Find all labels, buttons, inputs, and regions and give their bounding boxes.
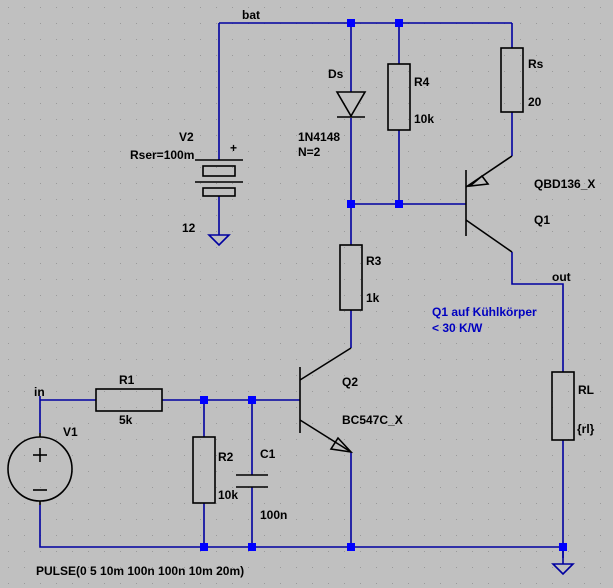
r3-name: R3 xyxy=(366,254,382,268)
junction xyxy=(248,543,256,551)
q2-model: BC547C_X xyxy=(342,413,403,427)
junction xyxy=(347,543,355,551)
diode-ds xyxy=(335,91,367,118)
resistor-rl xyxy=(551,371,575,441)
junction xyxy=(347,19,355,27)
net-label-in: in xyxy=(34,385,45,399)
q1-name: Q1 xyxy=(534,213,550,227)
net-label-bat: bat xyxy=(242,8,260,22)
q1-model: QBD136_X xyxy=(534,177,595,191)
transistor-q1 xyxy=(465,155,513,253)
junction xyxy=(559,543,567,551)
labels: bat in out V2 Rser=100m 12 Ds 1N4148 N=2… xyxy=(34,8,595,578)
wire-v1-bottom xyxy=(39,505,563,548)
resistor-r3 xyxy=(339,244,363,311)
r1-name: R1 xyxy=(119,373,135,387)
ground-symbol-v2 xyxy=(207,234,231,247)
ds-model: 1N4148 xyxy=(298,130,340,144)
v2-value: 12 xyxy=(182,221,196,235)
q2-name: Q2 xyxy=(342,375,358,389)
r2-value: 10k xyxy=(218,488,238,502)
rl-name: RL xyxy=(578,383,594,397)
transistor-q2 xyxy=(299,347,354,454)
svg-text:+: + xyxy=(230,141,237,155)
r4-value: 10k xyxy=(414,112,434,126)
r2-name: R2 xyxy=(218,450,234,464)
grid-dots xyxy=(8,7,601,584)
v1-name: V1 xyxy=(63,425,78,439)
rl-value: {rl} xyxy=(577,422,595,436)
junction xyxy=(248,396,256,404)
junctions xyxy=(200,19,567,551)
wire-in xyxy=(39,396,96,433)
resistor-r1 xyxy=(95,388,163,412)
rs-name: Rs xyxy=(528,57,544,71)
ground-symbol-main xyxy=(551,563,575,576)
capacitor-c1 xyxy=(236,474,268,488)
wire-q1-collector xyxy=(511,252,564,372)
voltage-source-v1 xyxy=(7,433,73,505)
junction xyxy=(395,200,403,208)
net-label-out: out xyxy=(552,270,571,284)
c1-name: C1 xyxy=(260,447,276,461)
junction xyxy=(200,543,208,551)
rs-value: 20 xyxy=(528,95,542,109)
v2-name: V2 xyxy=(179,130,194,144)
r4-name: R4 xyxy=(414,75,430,89)
r3-value: 1k xyxy=(366,291,380,305)
ds-param: N=2 xyxy=(298,145,321,159)
resistor-r4 xyxy=(387,63,411,131)
battery-v2: + xyxy=(195,141,243,197)
ds-name: Ds xyxy=(328,67,344,81)
junction xyxy=(395,19,403,27)
v1-value: PULSE(0 5 10m 100n 100n 10m 20m) xyxy=(36,564,244,578)
wires xyxy=(39,22,564,558)
junction xyxy=(200,396,208,404)
resistor-r2 xyxy=(192,436,216,504)
resistor-rs xyxy=(500,47,524,113)
c1-value: 100n xyxy=(260,508,287,522)
r1-value: 5k xyxy=(119,413,133,427)
annotation-line-1: Q1 auf Kühlkörper xyxy=(432,305,537,319)
annotation-line-2: < 30 K/W xyxy=(432,321,483,335)
v2-param: Rser=100m xyxy=(130,148,194,162)
junction xyxy=(347,200,355,208)
